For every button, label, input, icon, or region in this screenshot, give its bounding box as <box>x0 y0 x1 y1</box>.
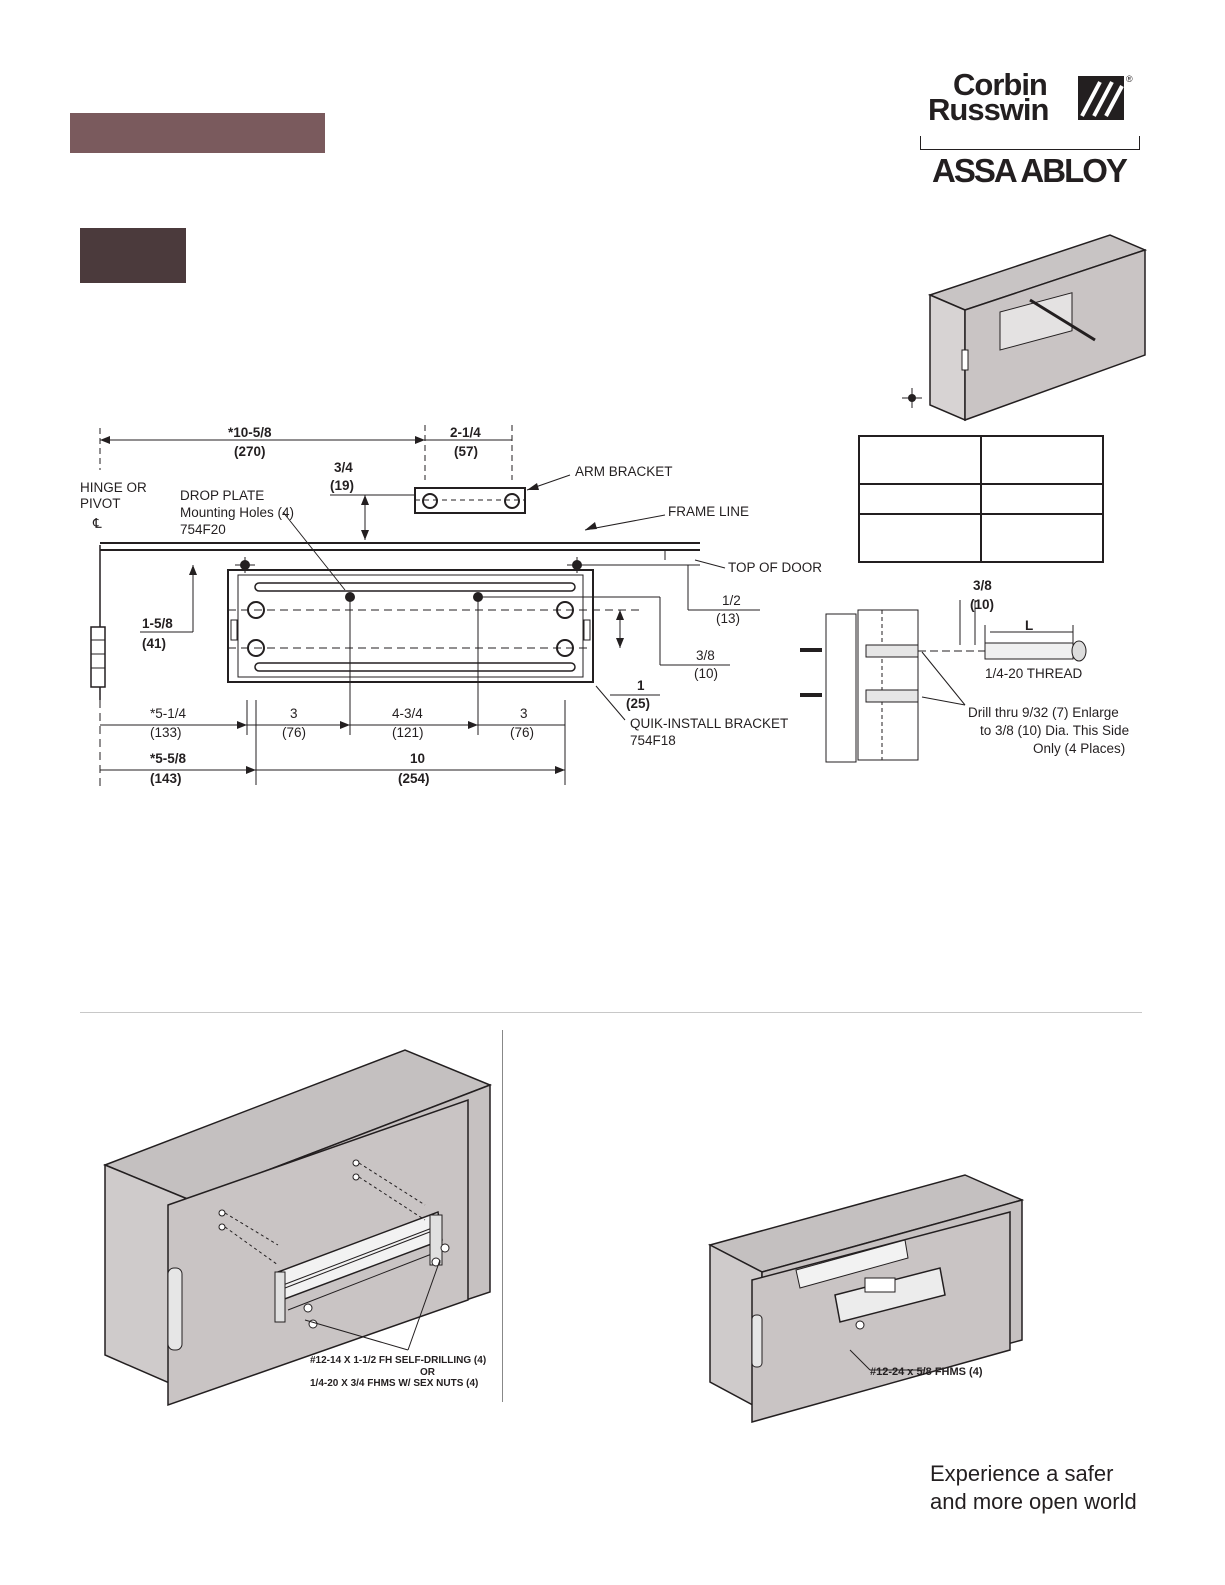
dim-3-b: 3 <box>520 706 528 721</box>
spec-cell <box>980 513 1104 563</box>
dim-2-1-4: 2-1/4 <box>450 425 481 440</box>
dim-10: (10) <box>694 666 718 681</box>
dim-10-5-8: *10-5/8 <box>228 425 272 440</box>
arm-bracket-label: ARM BRACKET <box>575 464 673 479</box>
dim-57: (57) <box>454 444 478 459</box>
dim-13: (13) <box>716 611 740 626</box>
dim-5-1-4: *5-1/4 <box>150 706 187 721</box>
step1-screws-1: #12-14 X 1-1/2 FH SELF-DRILLING (4) <box>310 1355 486 1366</box>
dim-1: 1 <box>637 678 645 693</box>
section-divider <box>80 1012 1142 1013</box>
tagline-line1: Experience a safer <box>930 1461 1114 1486</box>
top-of-door-label: TOP OF DOOR <box>728 560 822 575</box>
dim-3-a: 3 <box>290 706 298 721</box>
dim-1-2: 1/2 <box>722 593 741 608</box>
bolt-detail-illustration <box>800 600 1087 763</box>
door-closer-illustration <box>927 234 1148 422</box>
dim-76-b: (76) <box>510 725 534 740</box>
dim-76-a: (76) <box>282 725 306 740</box>
dim-41: (41) <box>142 636 166 651</box>
bracket-icon <box>274 1210 443 1323</box>
quik-install-part-label: 754F18 <box>630 733 676 748</box>
logo-bracket-line <box>920 136 1140 150</box>
step2-illustration: #12-24 x 5/8 FHMS (4) <box>707 1174 1025 1423</box>
hinge-label: HINGE OR <box>80 480 147 495</box>
spec-table <box>858 435 1104 563</box>
spec-cell <box>858 513 982 563</box>
dim-1-5-8: 1-5/8 <box>142 616 173 631</box>
hinge-icon <box>90 545 106 700</box>
column-divider <box>502 1030 503 1402</box>
assa-abloy-logo: ASSA ABLOY <box>932 152 1128 189</box>
drill-note-1: Drill thru 9/32 (7) Enlarge <box>968 705 1119 720</box>
tagline-line2: and more open world <box>930 1489 1137 1514</box>
dim-254: (254) <box>398 771 430 786</box>
corbin-russwin-logo: Corbin Russwin ® <box>928 67 1143 135</box>
dim-270: (270) <box>234 444 266 459</box>
logo-stripes-icon <box>1078 76 1124 120</box>
dim-10-in: 10 <box>410 751 425 766</box>
centerline-label: ℄ <box>92 516 102 531</box>
thread-label: 1/4-20 THREAD <box>985 666 1083 681</box>
spec-cell <box>980 483 1104 515</box>
mounting-holes-label: Mounting Holes (4) <box>180 505 294 520</box>
bolt-dim-l: L <box>1025 618 1033 633</box>
closer-body-icon <box>795 1239 946 1330</box>
spec-cell <box>858 435 982 485</box>
registered-mark: ® <box>1126 74 1133 84</box>
step1-screws-2: 1/4-20 X 3/4 FHMS W/ SEX NUTS (4) <box>310 1378 478 1389</box>
logo-line1: Corbin <box>953 67 1048 102</box>
dim-5-5-8: *5-5/8 <box>150 751 187 766</box>
hinge-icon <box>167 1267 183 1351</box>
spec-cell <box>858 483 982 515</box>
dim-25: (25) <box>626 696 650 711</box>
dim-3-4: 3/4 <box>334 460 353 475</box>
quik-install-bracket <box>227 569 640 683</box>
crosshair-icon <box>902 388 922 408</box>
dim-19: (19) <box>330 478 354 493</box>
arm-bracket <box>414 487 526 514</box>
bolt-dim-10: (10) <box>970 597 994 612</box>
quik-install-label: QUIK-INSTALL BRACKET <box>630 716 788 731</box>
drop-plate-label: DROP PLATE <box>180 488 264 503</box>
mounting-template-drawing: HINGE OR PIVOT ℄ DROP PLATE Mounting Hol… <box>80 234 1148 790</box>
tagline: Experience a safer and more open world <box>930 1460 1137 1516</box>
pivot-label: PIVOT <box>80 496 121 511</box>
hinge-icon <box>751 1314 763 1368</box>
bolt-dim-3-8: 3/8 <box>973 578 992 593</box>
dim-133: (133) <box>150 725 182 740</box>
dim-4-3-4: 4-3/4 <box>392 706 423 721</box>
step1-illustration: #12-14 X 1-1/2 FH SELF-DRILLING (4) OR 1… <box>102 1049 493 1407</box>
header-band <box>70 113 325 153</box>
step1-screws-or: OR <box>420 1367 436 1378</box>
dim-143: (143) <box>150 771 182 786</box>
step2-screws: #12-24 x 5/8 FHMS (4) <box>870 1366 983 1378</box>
drill-note-2: to 3/8 (10) Dia. This Side <box>980 723 1129 738</box>
section-band <box>80 228 186 283</box>
spec-cell <box>980 435 1104 485</box>
drop-plate-part-label: 754F20 <box>180 522 226 537</box>
logo-line2: Russwin <box>928 92 1049 127</box>
frame-line-label: FRAME LINE <box>668 504 749 519</box>
dim-121: (121) <box>392 725 424 740</box>
dim-3-8: 3/8 <box>696 648 715 663</box>
drop-plate-holes <box>235 557 700 602</box>
drill-note-3: Only (4 Places) <box>1033 741 1125 756</box>
